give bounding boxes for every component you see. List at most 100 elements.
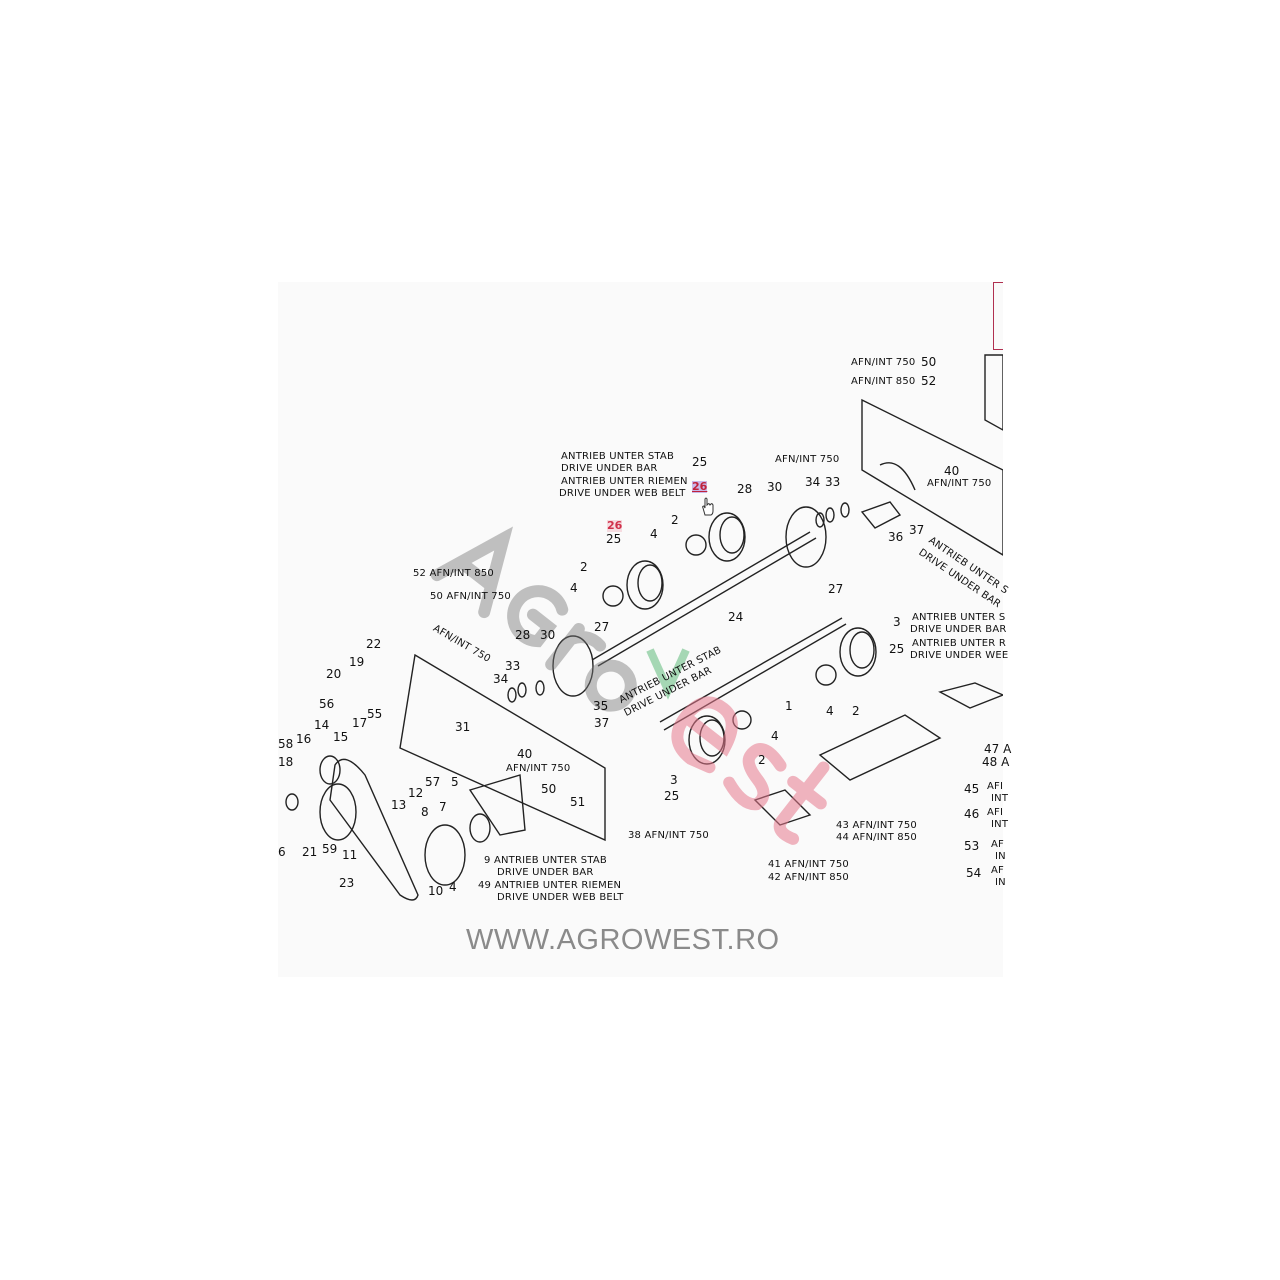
part-note-label: DRIVE UNDER WEB BELT bbox=[497, 892, 624, 903]
part-number-label: 3 bbox=[893, 615, 901, 629]
part-number-label: 27 bbox=[828, 582, 844, 596]
part-number-label: 33 bbox=[825, 475, 841, 489]
part-number-label[interactable]: 26 bbox=[692, 480, 708, 493]
shaft-24 bbox=[591, 531, 811, 661]
gear-25-top bbox=[708, 512, 746, 562]
part-number-label: 18 bbox=[278, 755, 294, 769]
part-number-label: 27 bbox=[594, 620, 610, 634]
plate-45 bbox=[818, 714, 942, 781]
part-number-label: 44 AFN/INT 850 bbox=[836, 832, 917, 843]
part-number-label: 4 bbox=[449, 880, 457, 894]
part-note-label: AFN/INT 750 bbox=[506, 763, 571, 774]
part-number-label: 52 AFN/INT 850 bbox=[413, 568, 494, 579]
part-note-label: ANTRIEB UNTER RIEMEN bbox=[561, 476, 688, 487]
part-note-label: AFN/INT 850 bbox=[851, 376, 916, 387]
part-number-label: 56 bbox=[319, 697, 335, 711]
hand-cursor-icon bbox=[702, 497, 714, 516]
part-number-label: 2 bbox=[671, 513, 679, 527]
part-number-label: 30 bbox=[540, 628, 556, 642]
part-number-label: 55 bbox=[367, 707, 383, 721]
part-note-label: DRIVE UNDER BAR bbox=[497, 867, 594, 878]
part-number-label: 58 bbox=[278, 737, 294, 751]
belt-23 bbox=[329, 758, 419, 901]
part-number-label: 50 bbox=[541, 782, 557, 796]
part-note-label: AF bbox=[991, 839, 1004, 850]
part-number-label: 12 bbox=[408, 786, 424, 800]
part-number-label: 50 bbox=[921, 355, 937, 369]
part-number-label: 24 bbox=[728, 610, 744, 624]
part-number-label: 3 bbox=[670, 773, 678, 787]
part-number-label: 57 bbox=[425, 775, 441, 789]
part-number-label: 53 bbox=[964, 839, 980, 853]
part-number-label: 8 bbox=[421, 805, 429, 819]
part-number-label: 2 bbox=[852, 704, 860, 718]
bracket-5 bbox=[468, 774, 526, 836]
part-number-label: 43 AFN/INT 750 bbox=[836, 820, 917, 831]
part-note-label: DRIVE UNDER BAR bbox=[910, 624, 1007, 635]
part-number-label: 25 bbox=[889, 642, 905, 656]
part-number-label: 59 bbox=[322, 842, 338, 856]
part-number-label: 40 bbox=[517, 747, 533, 761]
part-note-label: INT bbox=[991, 793, 1009, 804]
part-number-label: 10 bbox=[428, 884, 444, 898]
part-note-label: AFI bbox=[987, 781, 1004, 792]
part-number-label: 52 bbox=[921, 374, 937, 388]
part-number-label: 14 bbox=[314, 718, 330, 732]
part-number-label: 26 bbox=[607, 519, 623, 532]
part-number-label: 15 bbox=[333, 730, 349, 744]
part-number-label: 34 bbox=[493, 672, 509, 686]
part-number-label: 22 bbox=[366, 637, 382, 651]
side-plate-right bbox=[861, 398, 1003, 556]
part-number-label: 23 bbox=[339, 876, 355, 890]
part-note-label: AFN/INT 750 bbox=[431, 623, 493, 665]
part-note-label: ANTRIEB UNTER S bbox=[912, 612, 1006, 623]
part-note-label: AFN/INT 750 bbox=[927, 478, 992, 489]
bracket-36 bbox=[860, 501, 902, 529]
part-number-label: 7 bbox=[439, 800, 447, 814]
part-number-label: 25 bbox=[606, 532, 622, 546]
part-number-label: 42 AFN/INT 850 bbox=[768, 872, 849, 883]
part-number-label: 1 bbox=[785, 699, 793, 713]
part-number-label: 35 bbox=[593, 699, 609, 713]
part-note-label: ANTRIEB UNTER R bbox=[912, 638, 1006, 649]
plate-47 bbox=[938, 682, 1003, 709]
pulley-9 bbox=[424, 824, 466, 886]
part-number-label: 45 bbox=[964, 782, 980, 796]
part-number-label: 2 bbox=[758, 753, 766, 767]
part-number-label: 4 bbox=[826, 704, 834, 718]
part-note-label: IN bbox=[995, 851, 1006, 862]
part-number-label: 37 bbox=[909, 523, 925, 537]
part-number-label: 54 bbox=[966, 866, 982, 880]
part-number-label: 37 bbox=[594, 716, 610, 730]
part-number-label: 5 bbox=[451, 775, 459, 789]
website-url[interactable]: WWW.AGROWEST.RO bbox=[466, 924, 780, 956]
pulley-11 bbox=[319, 783, 357, 841]
part-number-label: 4 bbox=[650, 527, 658, 541]
part-number-label: 34 bbox=[805, 475, 821, 489]
part-note-label: AFN/INT 750 bbox=[851, 357, 916, 368]
disc-27-left bbox=[552, 635, 594, 697]
part-number-label: 28 bbox=[737, 482, 753, 496]
part-number-label: 6 bbox=[278, 845, 286, 859]
part-note-label: INT bbox=[991, 819, 1009, 830]
disc-27-right bbox=[785, 506, 827, 568]
part-number-label: 4 bbox=[771, 729, 779, 743]
part-number-label: 19 bbox=[349, 655, 365, 669]
exploded-parts-diagram bbox=[278, 282, 1003, 977]
part-number-label: 4 bbox=[570, 581, 578, 595]
part-number-label: 51 bbox=[570, 795, 586, 809]
part-number-label: 16 bbox=[296, 732, 312, 746]
part-note-label: AFN/INT 750 bbox=[775, 454, 840, 465]
part-number-label: 2 bbox=[580, 560, 588, 574]
part-number-label: 38 AFN/INT 750 bbox=[628, 830, 709, 841]
part-number-label: 28 bbox=[515, 628, 531, 642]
part-number-label: 46 bbox=[964, 807, 980, 821]
part-note-label: DRIVE UNDER BAR bbox=[561, 463, 658, 474]
part-number-label: 21 bbox=[302, 845, 318, 859]
part-note-label: DRIVE UNDER WEE bbox=[910, 650, 1009, 661]
part-number-label: 41 AFN/INT 750 bbox=[768, 859, 849, 870]
part-note-label: ANTRIEB UNTER STAB bbox=[561, 451, 675, 462]
gear-25-upper bbox=[626, 560, 664, 610]
frame-corner bbox=[993, 282, 1003, 350]
